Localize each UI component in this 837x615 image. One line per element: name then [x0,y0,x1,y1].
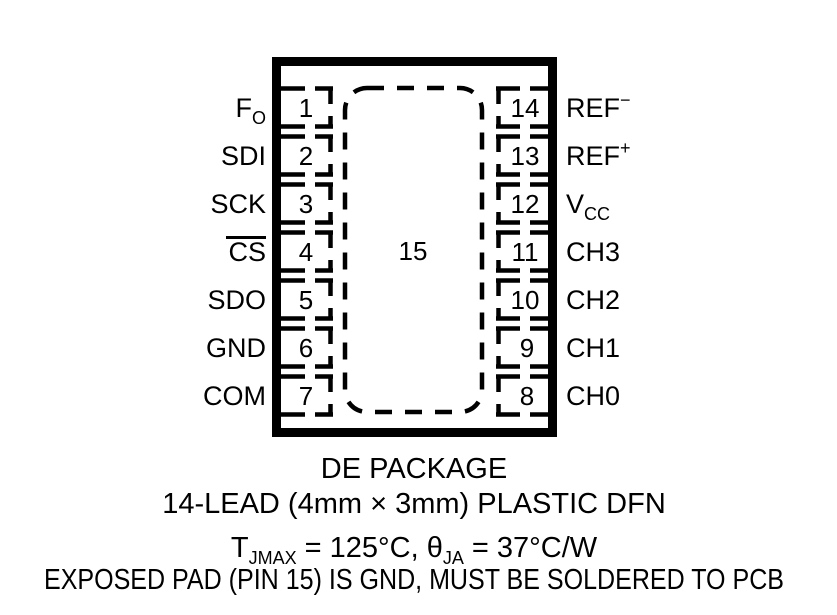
pin-number: 6 [299,333,313,363]
pin-row-right-11[interactable]: 11 CH3 [496,230,620,273]
left-pin-group: 1 FO 2 SDI 3 SCK 4 CS [203,86,333,417]
exposed-pad-number: 15 [399,236,428,266]
exposed-pad-outline [342,85,485,415]
pin-label-text: REF [566,93,620,123]
pin-number: 3 [299,189,313,219]
pin-number: 2 [299,141,313,171]
pin-row-left-1[interactable]: 1 FO [235,86,333,129]
package-body-outline [272,57,557,437]
pin-number: 4 [299,237,313,267]
pin-row-left-4[interactable]: 4 CS [226,230,333,273]
pin-row-left-7[interactable]: 7 COM [203,374,333,417]
pin-label-right-11: CH3 [566,237,620,267]
pin-row-right-9[interactable]: 9 CH1 [496,326,620,369]
pin-label-left-1: FO [235,93,266,128]
caption-thermal: TJMAX = 125°C, θJA = 37°C/W [231,532,598,568]
pin-label-text: V [566,189,584,219]
pin-number: 12 [511,189,540,219]
pin-row-right-12[interactable]: 12 VCC [496,182,610,225]
pin-row-right-8[interactable]: 8 CH0 [496,374,620,417]
right-pin-group: 14 REF− 13 REF+ 12 VCC 11 CH3 [496,86,631,417]
pin-label-right-13: REF+ [566,138,631,171]
pin-number: 8 [520,381,534,411]
pin-number: 5 [299,285,313,315]
pin-label-sup: + [620,138,631,158]
pin-label-sub: CC [584,204,610,224]
caption-thermal-suffix: = 37°C/W [464,532,598,564]
caption-thermal-sub-ja: JA [443,548,464,568]
caption-block: DE PACKAGE 14-LEAD (4mm × 3mm) PLASTIC D… [44,453,784,596]
pin-row-left-3[interactable]: 3 SCK [210,182,333,225]
pin-row-right-13[interactable]: 13 REF+ [496,134,631,177]
pin-label-right-9: CH1 [566,333,620,363]
pin-label-left-2: SDI [221,141,266,171]
pin-number: 7 [299,381,313,411]
pin-number: 13 [511,141,540,171]
pin-number: 1 [299,93,313,123]
pin-row-left-2[interactable]: 2 SDI [221,134,333,177]
pin-number: 14 [511,93,540,123]
pin-label-left-6: GND [206,333,266,363]
pin-label-left-4: CS [228,237,266,267]
pin-label-right-8: CH0 [566,381,620,411]
pin-row-left-5[interactable]: 5 SDO [207,278,333,321]
pin-label-left-5: SDO [207,285,266,315]
pin-row-right-10[interactable]: 10 CH2 [496,278,620,321]
caption-package-name: DE PACKAGE [321,453,507,485]
pin-label-sub: O [252,108,266,128]
pin-row-left-6[interactable]: 6 GND [206,326,333,369]
pin-number: 11 [512,237,539,267]
caption-thermal-mid: = 125°C, θ [297,532,443,564]
pin-number: 9 [520,333,534,363]
pin-row-right-14[interactable]: 14 REF− [496,86,631,129]
pin-label-right-10: CH2 [566,285,620,315]
pin-label-sup: − [620,90,631,110]
pin-label-left-3: SCK [210,189,266,219]
caption-thermal-sub-jmax: JMAX [249,548,297,568]
pin-label-left-7: COM [203,381,266,411]
pin-number: 10 [511,285,540,315]
caption-thermal-tj: T [231,532,249,564]
pin-label-right-12: VCC [566,189,610,224]
pin-label-text: F [235,93,252,123]
caption-lead-count: 14-LEAD (4mm × 3mm) PLASTIC DFN [162,488,666,520]
caption-exposed-pad-note: EXPOSED PAD (PIN 15) IS GND, MUST BE SOL… [44,564,784,596]
pin-label-text: REF [566,141,620,171]
pin-label-right-14: REF− [566,90,631,123]
